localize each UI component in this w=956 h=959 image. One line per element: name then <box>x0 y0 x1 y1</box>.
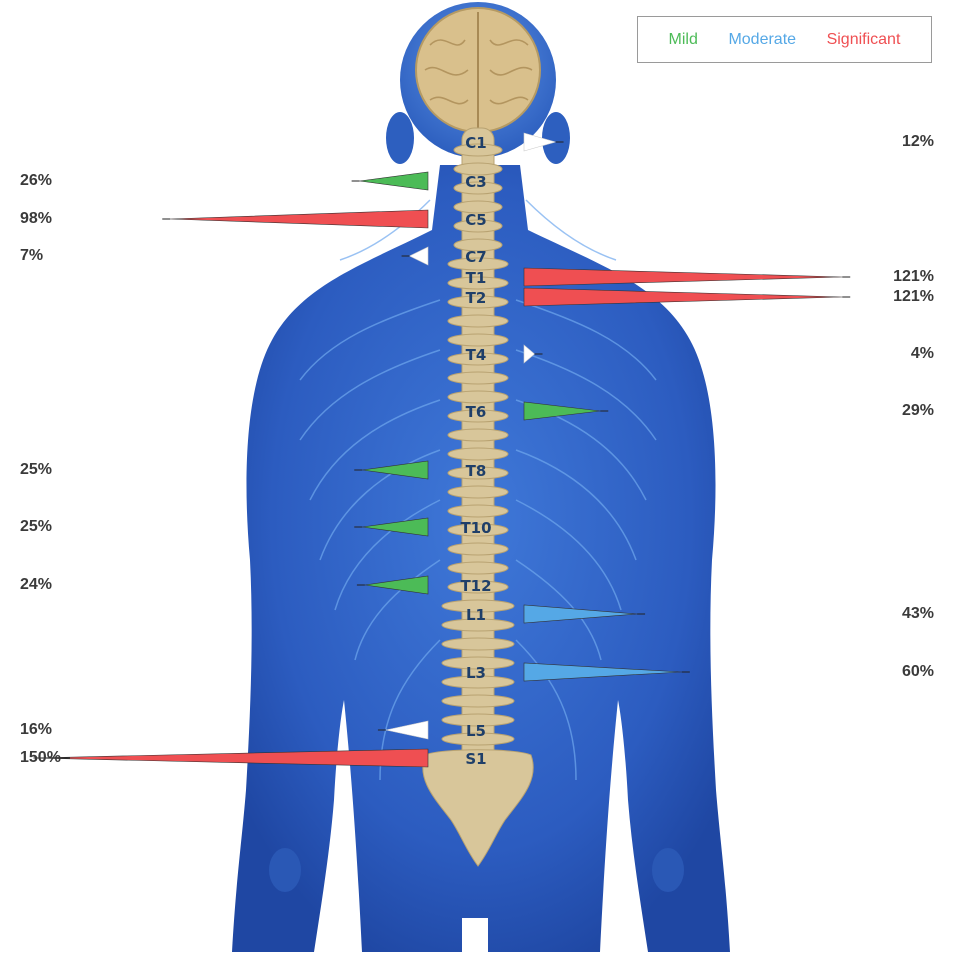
vertebra-body <box>447 561 509 575</box>
vertebra-body <box>447 485 509 499</box>
percent-c1: 12% <box>901 133 934 150</box>
percent-t1: 121% <box>893 268 934 285</box>
vertebra-label-t4: T4 <box>466 346 487 364</box>
vertebra-label-s1: S1 <box>465 750 486 768</box>
vertebra-body <box>453 143 503 157</box>
indicator-c3 <box>359 171 429 191</box>
vertebra-label-c5: C5 <box>465 211 486 229</box>
indicator-layer <box>33 132 851 768</box>
vertebra-label-t12: T12 <box>460 577 491 595</box>
indicator-c7 <box>408 246 429 266</box>
vertebra-label-c1: C1 <box>465 134 486 152</box>
percent-l3: 60% <box>901 663 934 680</box>
percent-c3: 26% <box>20 172 53 189</box>
vertebra-body <box>447 428 509 442</box>
brain <box>415 7 541 133</box>
vertebra-body <box>447 523 509 537</box>
percent-t10: 25% <box>20 518 53 535</box>
vertebra-body <box>441 618 515 632</box>
vertebra-label-t10: T10 <box>460 519 491 537</box>
vertebra-body <box>447 466 509 480</box>
legend-significant: Significant <box>826 30 901 48</box>
indicator-c1 <box>523 132 557 152</box>
vertebra-body <box>453 200 503 214</box>
vertebra-label-l5: L5 <box>466 722 486 740</box>
vertebra-body <box>447 276 509 290</box>
indicator-t10 <box>362 517 429 537</box>
vertebra-label-l1: L1 <box>466 606 486 624</box>
indicator-c5 <box>170 209 429 229</box>
vertebra-body <box>447 390 509 404</box>
indicator-t2 <box>523 287 843 307</box>
vertebra-label-c3: C3 <box>465 173 486 191</box>
indicator-s1 <box>33 748 429 768</box>
vertebra-body <box>447 314 509 328</box>
vertebra-body <box>441 637 515 651</box>
vertebra-body <box>441 732 515 746</box>
indicator-t8 <box>362 460 429 480</box>
percent-t6: 29% <box>901 402 934 419</box>
indicator-t6 <box>523 401 601 421</box>
vertebra-label-l3: L3 <box>466 664 486 682</box>
vertebra-body <box>441 694 515 708</box>
percent-s1: 150% <box>20 749 61 766</box>
vertebra-label-t2: T2 <box>466 289 487 307</box>
vertebra-body <box>441 599 515 613</box>
percent-t12: 24% <box>20 576 53 593</box>
vertebra-body <box>453 219 503 233</box>
percent-l1: 43% <box>901 605 934 622</box>
vertebra-body <box>447 409 509 423</box>
vertebra-body <box>453 238 503 252</box>
vertebra-body <box>447 257 509 271</box>
indicator-l1 <box>523 604 638 624</box>
vertebra-body <box>453 181 503 195</box>
legend: Mild Moderate Significant <box>637 16 932 63</box>
vertebra-body <box>447 352 509 366</box>
vertebra-body <box>447 580 509 594</box>
vertebra-body <box>453 162 503 176</box>
vertebra-label-t8: T8 <box>466 462 487 480</box>
vertebra-body <box>441 675 515 689</box>
vertebra-body <box>447 333 509 347</box>
vertebra-label-c7: C7 <box>465 248 486 266</box>
percent-c5: 98% <box>20 210 53 227</box>
percent-l5: 16% <box>20 721 53 738</box>
spinal-column <box>422 127 534 867</box>
percent-t4: 4% <box>910 345 934 362</box>
legend-mild: Mild <box>668 30 698 48</box>
percent-c7: 7% <box>20 247 44 264</box>
vertebra-label-t6: T6 <box>466 403 487 421</box>
vertebra-body <box>447 542 509 556</box>
percent-t8: 25% <box>20 461 53 478</box>
legend-moderate: Moderate <box>728 30 797 48</box>
indicator-l3 <box>523 662 682 682</box>
percent-t2: 121% <box>893 288 934 305</box>
vertebra-body <box>447 295 509 309</box>
vertebra-body <box>447 371 509 385</box>
vertebra-body <box>447 504 509 518</box>
vertebra-body <box>447 447 509 461</box>
indicator-t4 <box>523 344 535 364</box>
vertebra-body <box>441 656 515 670</box>
indicator-t12 <box>364 575 429 595</box>
vertebra-body <box>441 713 515 727</box>
vertebra-label-t1: T1 <box>466 269 487 287</box>
indicator-t1 <box>523 267 843 287</box>
indicator-l5 <box>385 720 429 740</box>
